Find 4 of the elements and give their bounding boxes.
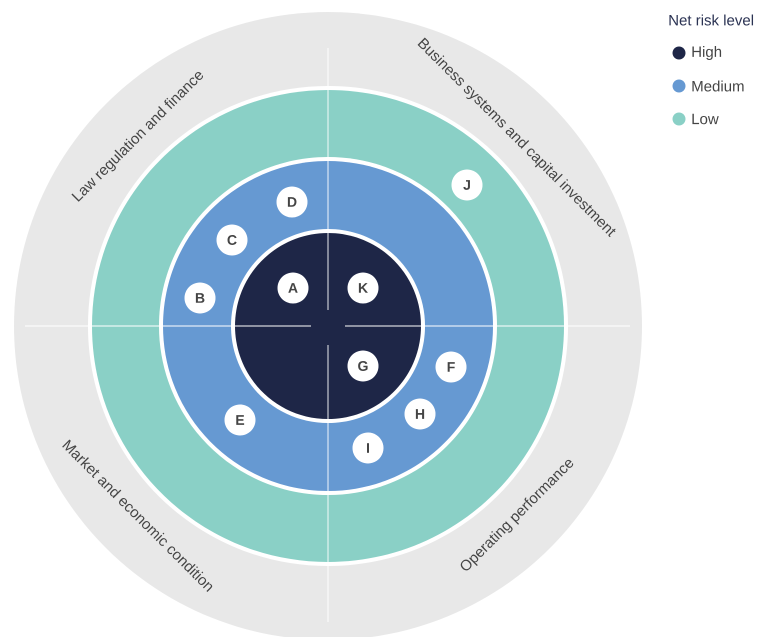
legend-label: Low xyxy=(692,114,719,124)
legend-title: Net risk level xyxy=(669,14,754,26)
legend-label: High xyxy=(692,46,722,60)
legend-label: Medium xyxy=(692,80,744,92)
